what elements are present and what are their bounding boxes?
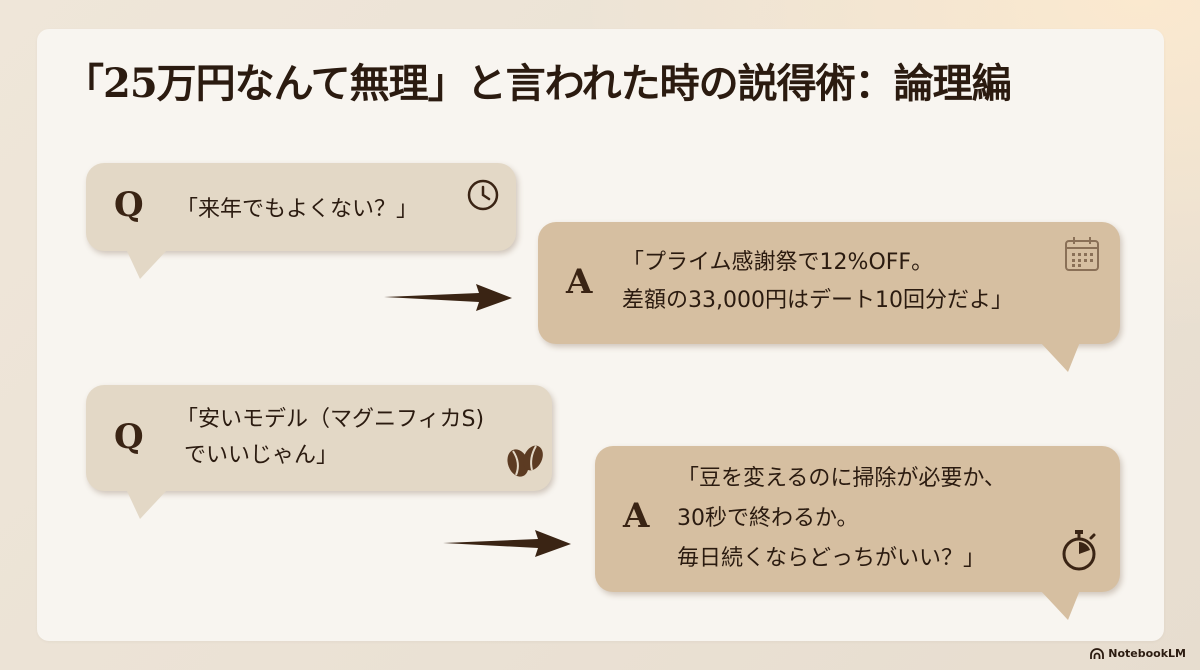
clock-icon [467, 179, 499, 211]
answer-line-1: 「豆を変えるのに掃除が必要か、 [677, 466, 1006, 491]
branding-label: NotebookLM [1108, 647, 1186, 660]
bubble-tail [126, 249, 168, 279]
coffee-beans-icon [507, 445, 543, 477]
bubble-tail [126, 489, 168, 519]
answer-letter: A [623, 496, 650, 536]
notebooklm-branding: NotebookLM [1090, 647, 1186, 660]
arrow-to-answer-1 [384, 284, 512, 311]
answer-bubble-1: A 「プライム感謝祭で12%OFF。 差額の33,000円はデート10回分だよ」 [538, 222, 1120, 372]
answer-line-1: 「プライム感謝祭で12%OFF。 [622, 250, 934, 275]
question-line-1: 「安いモデル（マグニフィカS) [176, 407, 485, 432]
question-bubble-1: Q 「来年でもよくない？」 [86, 163, 516, 279]
bubble-tail [1040, 590, 1080, 620]
question-line-2: でいいじゃん」 [184, 443, 339, 468]
question-letter: Q [114, 417, 144, 457]
question-bubble-2: Q 「安いモデル（マグニフィカS) でいいじゃん」 [86, 385, 552, 519]
question-letter: Q [114, 185, 144, 225]
slide-title: 「25万円なんて無理」と言われた時の説得術：論理編 [64, 60, 1012, 107]
question-text: 「来年でもよくない？」 [176, 197, 419, 222]
answer-letter: A [566, 262, 593, 302]
answer-line-2: 差額の33,000円はデート10回分だよ」 [622, 288, 1013, 313]
stopwatch-icon [1062, 530, 1096, 571]
answer-line-2: 30秒で終わるか。 [677, 506, 859, 531]
answer-line-3: 毎日続くならどっちがいい？」 [677, 546, 986, 571]
bubble-tail [1040, 342, 1080, 372]
arrow-to-answer-2 [443, 530, 571, 557]
calendar-icon [1065, 237, 1099, 271]
answer-bubble-2: A 「豆を変えるのに掃除が必要か、 30秒で終わるか。 毎日続くならどっちがいい… [595, 446, 1120, 620]
notebooklm-logo-icon [1090, 647, 1105, 659]
